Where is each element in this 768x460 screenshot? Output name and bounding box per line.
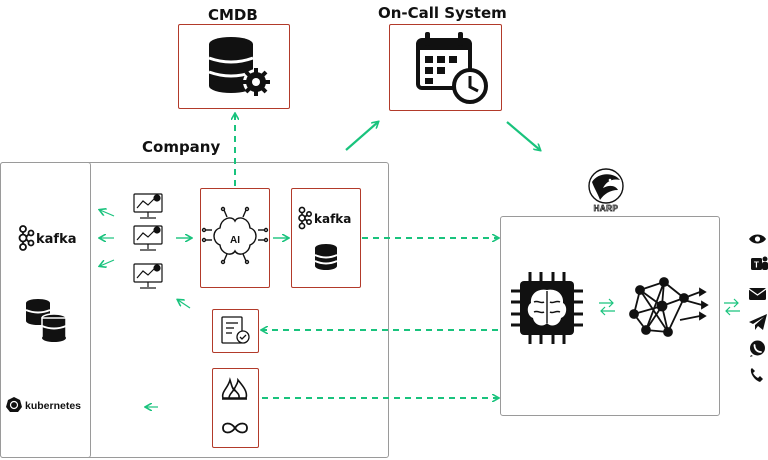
company-label: Company bbox=[142, 138, 221, 156]
harp-text: HARP bbox=[594, 204, 619, 213]
audit-return-arrow bbox=[178, 300, 191, 309]
mail-icon bbox=[748, 288, 767, 300]
telegram-icon bbox=[749, 314, 767, 330]
harp-eagle-logo-icon bbox=[588, 168, 624, 204]
calendar-clock-icon bbox=[416, 32, 488, 104]
ai-engine-box bbox=[200, 188, 270, 288]
audit-box bbox=[212, 309, 259, 353]
report-check-icon bbox=[221, 316, 250, 344]
oncall-to-harp-arrow bbox=[506, 121, 540, 150]
phone-icon bbox=[750, 368, 763, 382]
kubernetes-logo-icon bbox=[6, 397, 22, 412]
kafka-logo-icon bbox=[18, 225, 35, 251]
kafka-stream-box bbox=[291, 188, 361, 288]
monitor-arrow-top bbox=[100, 210, 115, 217]
whatsapp-icon bbox=[750, 340, 765, 357]
cmdb-label: CMDB bbox=[208, 6, 258, 24]
flame-icon bbox=[221, 377, 248, 400]
brain-chip-icon bbox=[511, 272, 583, 344]
network-graph-icon bbox=[629, 277, 709, 337]
kafka-stream-text: kafka bbox=[314, 212, 351, 226]
ai-brain-icon bbox=[201, 206, 269, 265]
infinity-icon bbox=[222, 422, 248, 434]
prometheus-box bbox=[212, 368, 259, 448]
teams-icon: T bbox=[751, 256, 768, 270]
harp-output-exchange-arrows bbox=[724, 298, 740, 316]
harp-internal-exchange-arrows bbox=[599, 298, 615, 316]
monitoring-dashboard-icon-middle bbox=[133, 225, 163, 251]
monitoring-dashboard-icon-bottom bbox=[133, 263, 163, 289]
kubernetes-text: kubernetes bbox=[25, 400, 81, 412]
eye-icon bbox=[749, 234, 766, 244]
database-gear-icon bbox=[208, 37, 270, 96]
svg-text:T: T bbox=[754, 261, 759, 270]
kafka-left-text: kafka bbox=[36, 232, 77, 247]
oncall-system-label: On-Call System bbox=[378, 4, 507, 22]
kafka-database-icon bbox=[314, 244, 338, 270]
monitor-arrow-bottom bbox=[100, 259, 115, 266]
company-to-oncall-arrow bbox=[345, 122, 378, 151]
ai-text: AI bbox=[230, 235, 240, 246]
monitoring-dashboard-icon-top bbox=[133, 193, 163, 219]
databases-icon bbox=[25, 299, 67, 342]
kafka-stream-logo-icon bbox=[298, 206, 312, 230]
